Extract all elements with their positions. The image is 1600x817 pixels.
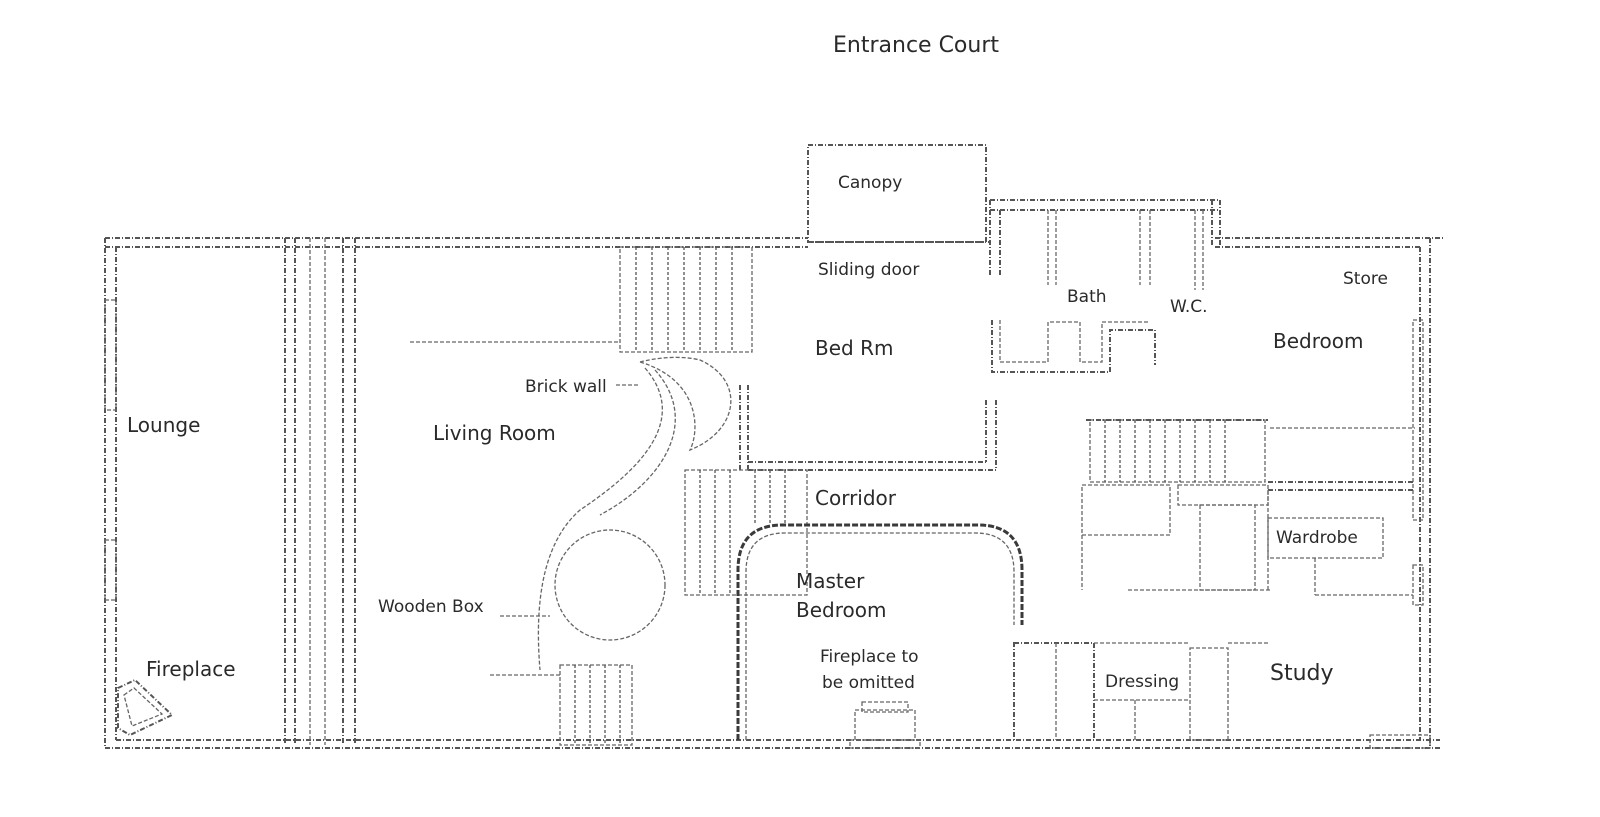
label-fireplace: Fireplace [146,657,236,681]
label-bath: Bath [1067,287,1107,307]
label-fireplace-omitted-line1: Fireplace to [820,647,919,667]
master-bedroom-walls [736,523,1024,741]
label-bedroom: Bedroom [1273,329,1363,353]
label-master-bedroom-line1: Master [796,569,865,593]
stair-bottom [490,664,633,746]
stair-top [410,246,753,353]
label-brick-wall: Brick wall [525,377,607,397]
right-stair [1086,419,1415,491]
label-entrance-court: Entrance Court [833,33,999,58]
label-wooden-box: Wooden Box [378,597,484,617]
label-canopy: Canopy [838,173,902,193]
label-store: Store [1343,269,1388,289]
right-closets [1081,484,1413,596]
labels: Entrance Court Canopy Sliding door Bath … [127,33,1388,693]
label-wardrobe: Wardrobe [1276,528,1358,548]
label-corridor: Corridor [815,486,897,510]
label-living-room: Living Room [433,421,556,445]
label-wc: W.C. [1170,297,1208,317]
label-master-bedroom-line2: Bedroom [796,598,886,622]
label-fireplace-omitted-line2: be omitted [822,673,915,693]
label-bed-rm: Bed Rm [815,336,893,360]
dressing-area [1013,642,1268,741]
canopy-outline [807,144,987,243]
label-lounge: Lounge [127,413,200,437]
lounge-fireplace-symbol [117,678,174,737]
lounge-divider [284,238,356,745]
label-sliding-door: Sliding door [818,260,919,280]
wooden-box-circle [500,529,666,641]
bed-rm-walls [739,385,997,471]
brick-wall-curves [537,356,732,671]
bath-wc-block [989,199,1221,373]
outer-walls [104,237,1445,749]
label-dressing: Dressing [1105,672,1179,692]
label-study: Study [1270,661,1334,686]
